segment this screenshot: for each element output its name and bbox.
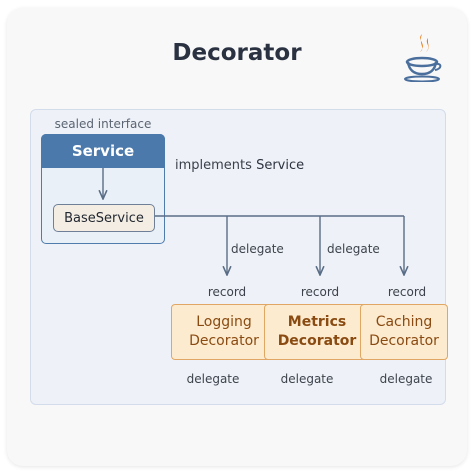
- logging-decorator-line1: Logging: [196, 314, 252, 330]
- logging-record-label: record: [207, 285, 247, 299]
- interface-stereotype-label: sealed interface: [54, 117, 152, 131]
- delegate-arrow-label-1: delegate: [231, 242, 284, 256]
- metrics-delegate-label: delegate: [280, 372, 334, 386]
- metrics-decorator-line2: Decorator: [277, 333, 357, 349]
- delegate-arrow-label-2: delegate: [327, 242, 380, 256]
- logging-decorator-box: Logging Decorator: [171, 304, 277, 360]
- caching-record-label: record: [387, 285, 427, 299]
- caching-delegate-label: delegate: [379, 372, 433, 386]
- java-coffee-cup-icon: [404, 34, 442, 82]
- service-interface-name: Service: [41, 134, 165, 168]
- implements-keyword: implements: [175, 158, 252, 173]
- diagram-title: Decorator: [172, 40, 302, 66]
- caching-decorator-line1: Caching: [375, 314, 433, 330]
- caching-decorator-box: Caching Decorator: [360, 304, 448, 360]
- caching-decorator-line2: Decorator: [369, 333, 439, 349]
- logging-decorator-line2: Decorator: [189, 333, 259, 349]
- metrics-record-label: record: [300, 285, 340, 299]
- metrics-decorator-line1: Metrics: [287, 314, 347, 330]
- metrics-decorator-box: Metrics Decorator: [264, 304, 370, 360]
- implements-label: implements Service: [175, 158, 304, 173]
- logging-delegate-label: delegate: [186, 372, 240, 386]
- base-service-box: BaseService: [53, 204, 155, 232]
- implements-target: Service: [256, 158, 305, 173]
